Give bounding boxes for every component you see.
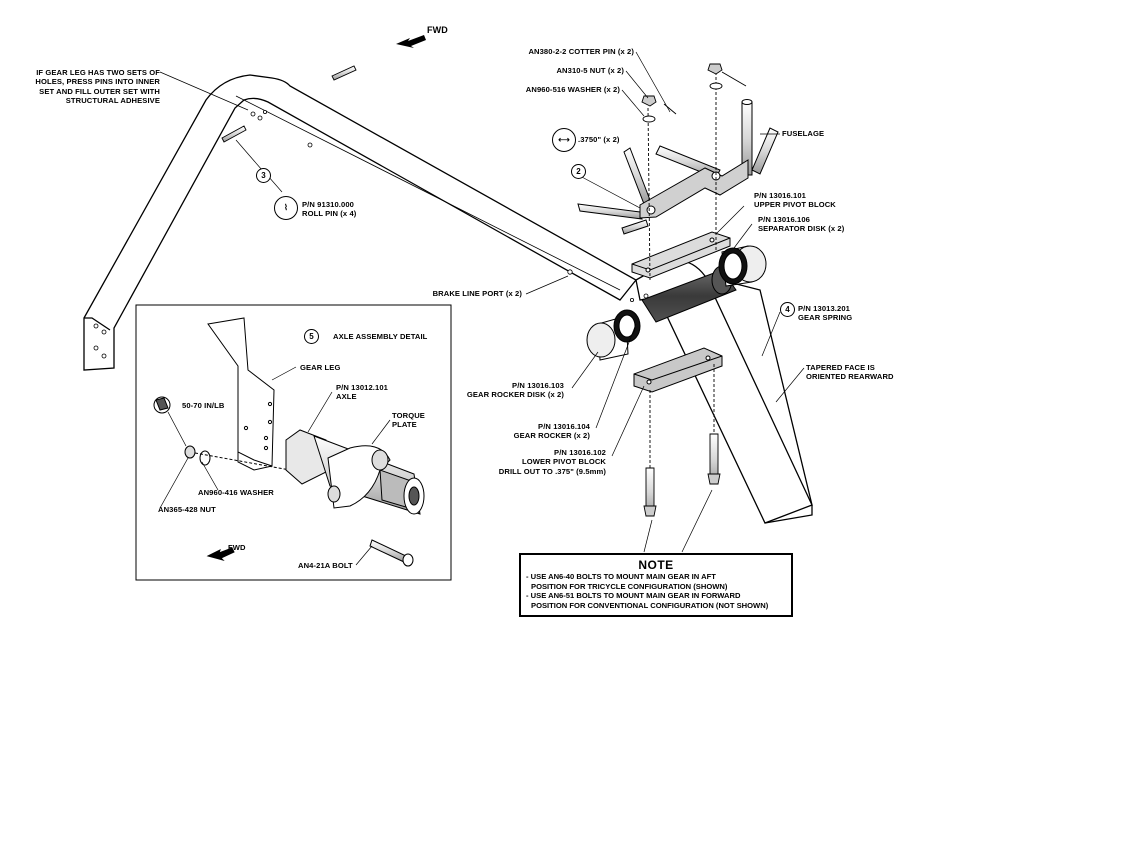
fwd-arrow-icon <box>396 35 426 48</box>
detail-title: AXLE ASSEMBLY DETAIL <box>333 332 428 341</box>
dimension-icon: ⟷ <box>552 128 576 152</box>
leader-lines <box>159 51 805 553</box>
note-line: POSITION FOR TRICYCLE CONFIGURATION (SHO… <box>531 581 728 591</box>
detail-leaders <box>159 366 391 566</box>
detail-torque-label: 50-70 IN/LB <box>182 401 225 410</box>
callout-5: 5 <box>304 329 319 344</box>
note-line: - USE AN6-51 BOLTS TO MOUNT MAIN GEAR IN… <box>526 591 741 601</box>
fwd-label: FWD <box>427 25 448 35</box>
callout-4: 4 <box>780 302 795 317</box>
nut-label: AN310-5 NUT (x 2) <box>556 66 624 75</box>
note-line: POSITION FOR CONVENTIONAL CONFIGURATION … <box>531 600 769 610</box>
gear-rocker-disks <box>586 245 767 361</box>
note-line: - USE AN6-40 BOLTS TO MOUNT MAIN GEAR IN… <box>526 572 716 581</box>
lower-pivot-block <box>633 347 723 393</box>
brake-line-port-label: BRAKE LINE PORT (x 2) <box>432 289 522 298</box>
note-box: NOTE - USE AN6-40 BOLTS TO MOUNT MAIN GE… <box>519 553 793 617</box>
detail-bolt-label: AN4-21A BOLT <box>298 561 353 570</box>
fuselage-structure <box>577 99 779 235</box>
axle-detail-art <box>153 317 425 567</box>
gear-spring <box>83 74 813 524</box>
cotter-pin-label: AN380-2-2 COTTER PIN (x 2) <box>528 47 634 56</box>
detail-washer-label: AN960-416 WASHER <box>198 488 274 497</box>
mount-hardware <box>641 63 747 517</box>
detail-gear-leg-label: GEAR LEG <box>300 363 341 372</box>
detail-fwd-label: FWD <box>228 543 246 552</box>
detail-nut-label: AN365-428 NUT <box>158 505 216 514</box>
fuselage-label: FUSELAGE <box>782 129 825 138</box>
callout-2: 2 <box>571 164 586 179</box>
note-title: NOTE <box>638 558 674 572</box>
roll-pins <box>221 65 357 143</box>
detail-fwd-arrow-icon <box>206 547 235 561</box>
dimension-label: .3750" (x 2) <box>578 135 620 144</box>
callout-3: 3 <box>256 168 271 183</box>
washer-label: AN960-516 WASHER (x 2) <box>525 85 620 94</box>
roll-pin-icon: ⌇ <box>274 196 298 220</box>
